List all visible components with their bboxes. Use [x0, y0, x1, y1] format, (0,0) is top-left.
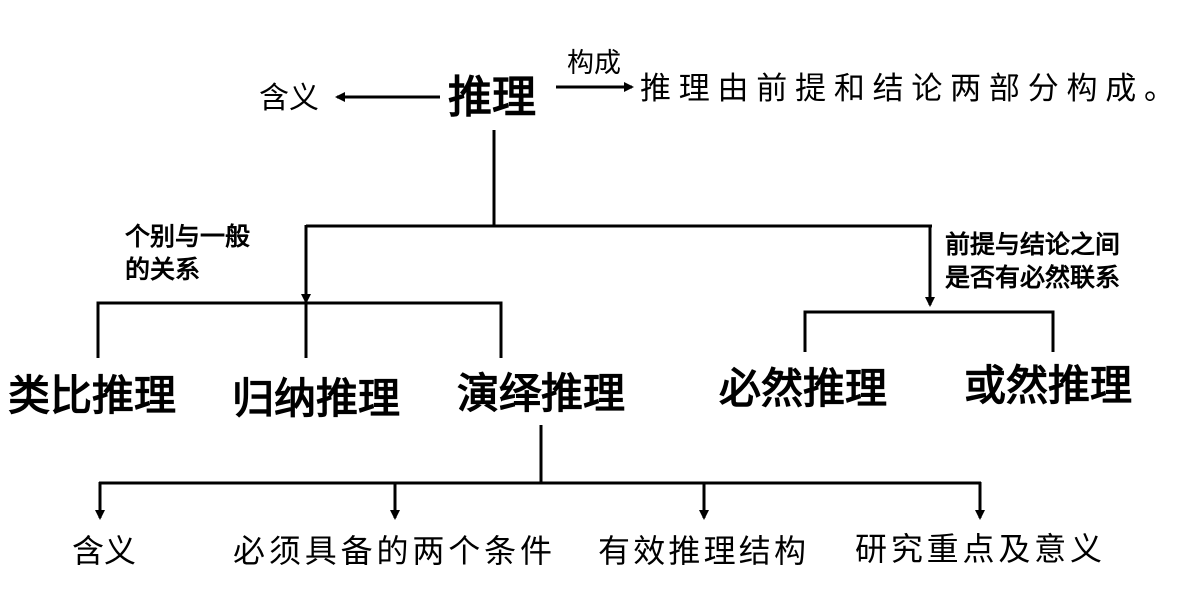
analogical-reasoning-node: 类比推理 [8, 371, 176, 420]
connector [803, 310, 1055, 352]
composition-arrow-label: 构成 [567, 48, 621, 79]
left-criterion-line1: 个别与一般 [125, 222, 250, 251]
deductive-reasoning-node: 演绎推理 [457, 369, 625, 418]
composition-node: 推理由前提和结论两部分构成。 [640, 71, 1175, 107]
right-criterion-line2: 是否有必然联系 [945, 263, 1120, 292]
deductive-meaning-node: 含义 [72, 532, 136, 570]
connector [96, 301, 503, 358]
research-focus-node: 研究重点及意义 [855, 530, 1102, 568]
valid-structure-node: 有效推理结构 [598, 532, 806, 570]
left-criterion-line2: 的关系 [125, 255, 200, 284]
probable-reasoning-node: 或然推理 [964, 361, 1132, 410]
root-node: 推理 [448, 72, 536, 123]
two-conditions-node: 必须具备的两个条件 [233, 532, 552, 570]
inductive-reasoning-node: 归纳推理 [232, 374, 400, 423]
meaning-node: 含义 [259, 81, 319, 116]
right-criterion-line1: 前提与结论之间 [945, 230, 1120, 259]
necessary-reasoning-node: 必然推理 [719, 364, 887, 413]
